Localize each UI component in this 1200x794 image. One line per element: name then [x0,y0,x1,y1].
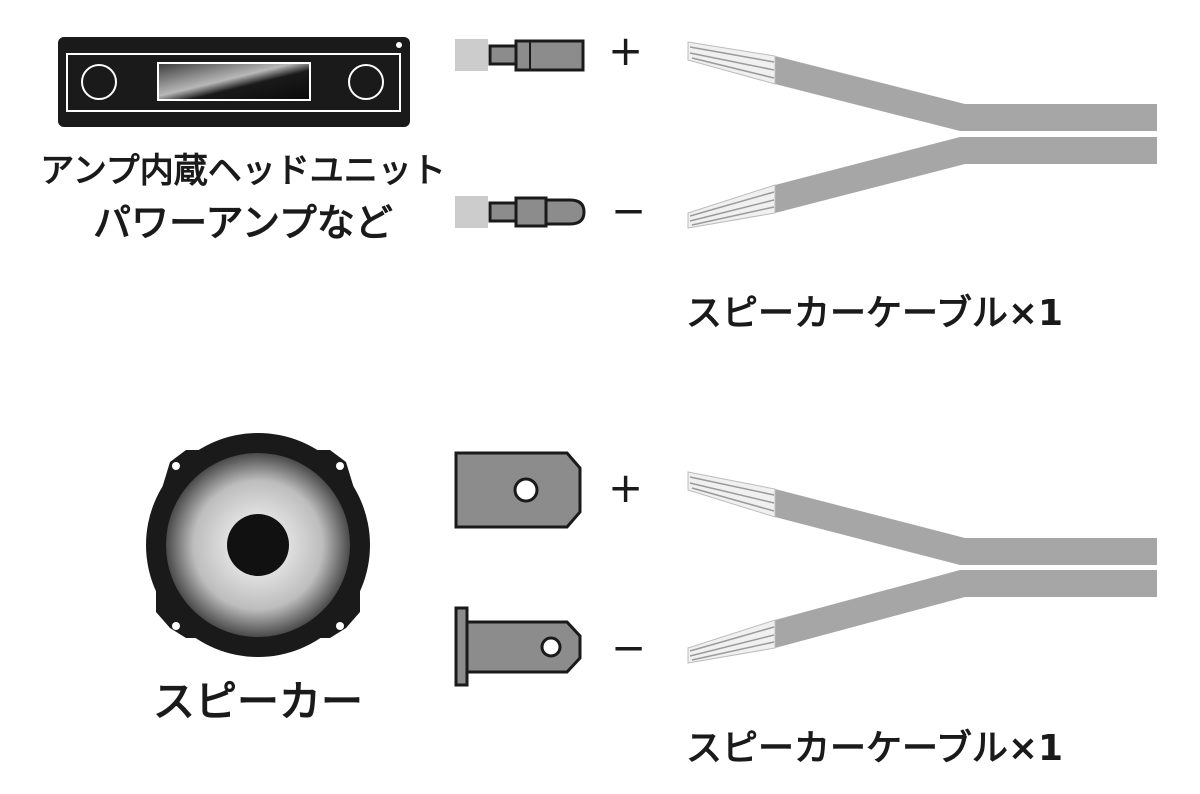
female-connector-plus-icon [455,39,585,72]
top-plus-sign: + [608,26,644,75]
head-unit-label-line2: パワーアンプなど [93,201,393,245]
top-minus-sign: − [611,186,647,235]
head-unit-icon [58,37,410,127]
bottom-plus-sign: + [608,463,644,512]
head-unit-label-line1: アンプ内蔵ヘッドユニット [40,151,446,191]
speaker-terminal-minus-icon [454,606,582,687]
speaker-icon [146,433,370,657]
speaker-cable-top-icon [687,41,1157,229]
cable-bottom-label: スピーカーケーブル×1 [686,728,1064,769]
male-bullet-connector-minus-icon [455,196,586,228]
speaker-label: スピーカー [152,677,363,726]
speaker-cable-bottom-icon [687,471,1157,664]
speaker-terminal-plus-icon [454,451,582,529]
cable-top-label: スピーカーケーブル×1 [686,293,1064,334]
bottom-minus-sign: − [611,623,647,672]
